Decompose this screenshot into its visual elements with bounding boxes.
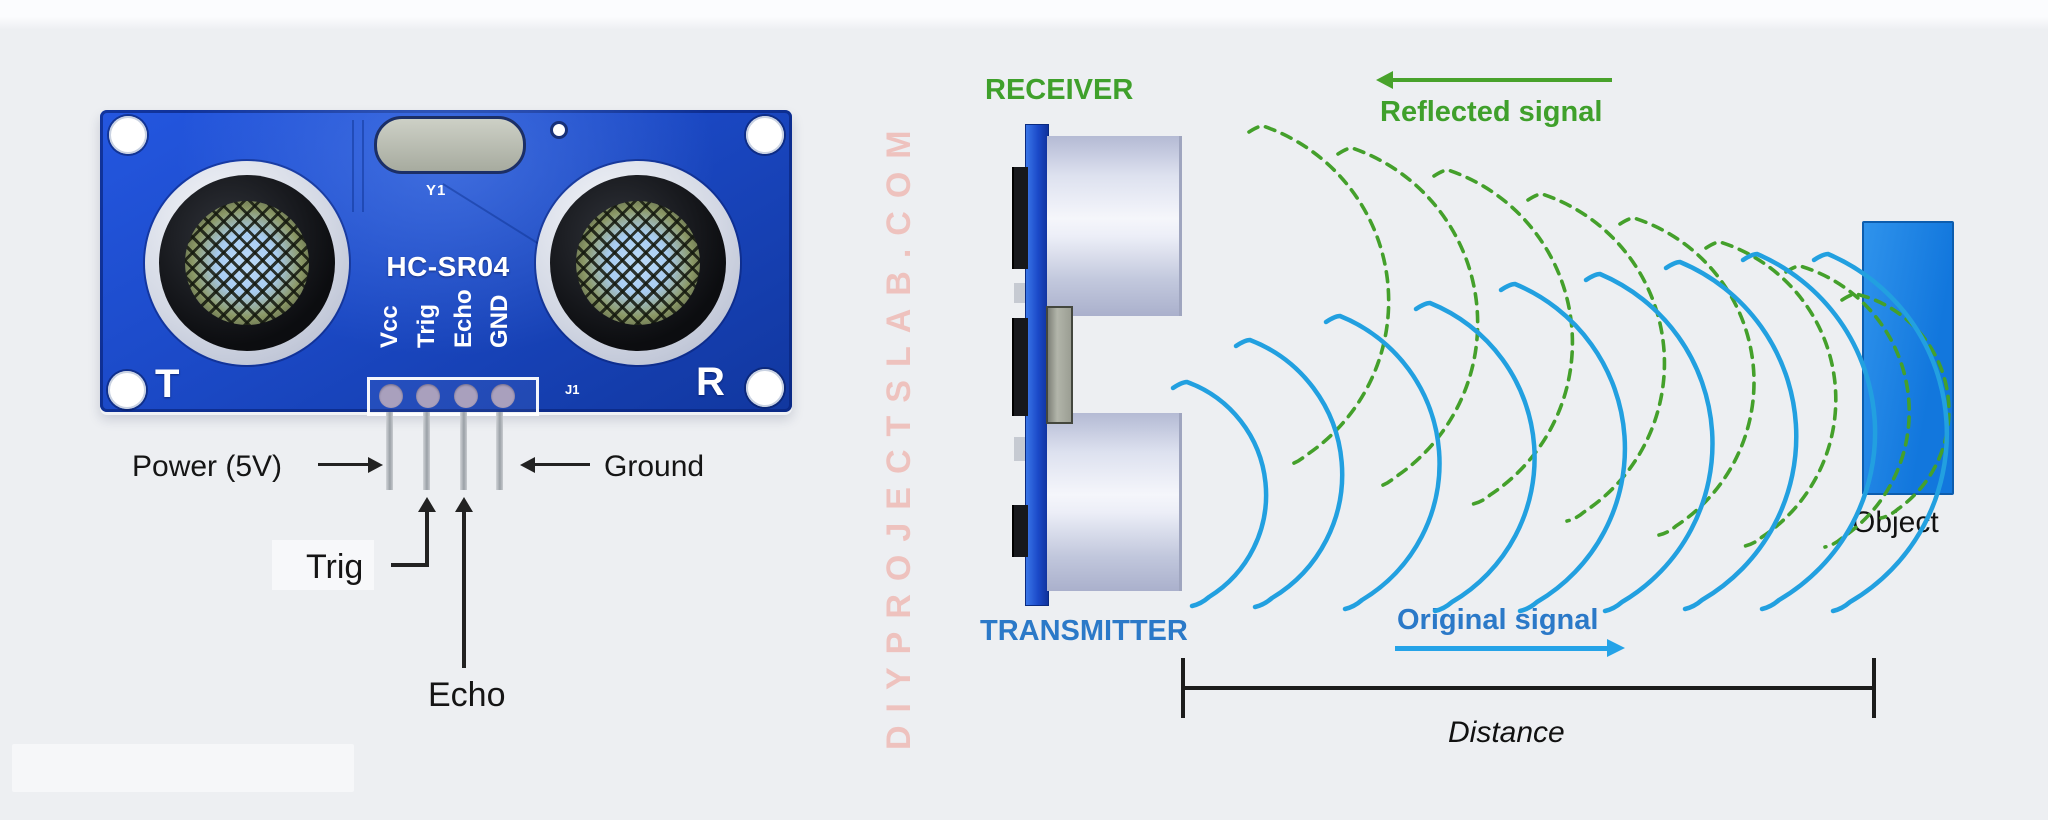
object-rectangle xyxy=(1862,221,1954,495)
pin-pad-vcc xyxy=(379,384,403,408)
echo-arrowhead-icon xyxy=(455,497,473,512)
distance-line xyxy=(1183,686,1875,690)
transmitter-transducer xyxy=(145,161,349,365)
crystal-ref-label: Y1 xyxy=(426,182,447,199)
pin-label-echo: Echo xyxy=(450,289,477,348)
connector-ref-label: J1 xyxy=(565,382,580,397)
original-signal-label: Original signal xyxy=(1397,604,1599,636)
original-arrow-line xyxy=(1395,646,1611,651)
receiver-transducer xyxy=(536,161,740,365)
mount-hole-bottom-left xyxy=(108,371,146,409)
pin-leg-gnd xyxy=(496,412,503,490)
object-label: Object xyxy=(1852,506,1939,539)
mount-hole-bottom-right xyxy=(746,369,784,407)
transmitter-cylinder xyxy=(1047,413,1182,591)
side-component xyxy=(1012,167,1028,269)
hc-sr04-board: Y1 HC-SR04 T R J1 Vcc Trig Echo GND xyxy=(100,110,792,416)
top-white-band xyxy=(0,0,2048,30)
distance-label: Distance xyxy=(1448,716,1565,749)
power-callout-label: Power (5V) xyxy=(132,450,283,483)
transmitter-label: TRANSMITTER xyxy=(980,615,1188,647)
bottom-left-white-band xyxy=(12,744,354,792)
trig-callout-background xyxy=(272,540,374,590)
distance-tick-right xyxy=(1872,658,1876,718)
trig-callout-label: Trig xyxy=(306,548,364,586)
pin-header xyxy=(367,377,539,416)
pin-pad-gnd xyxy=(491,384,515,408)
original-arrowhead-icon xyxy=(1607,639,1625,657)
reflected-signal-label: Reflected signal xyxy=(1380,96,1603,128)
side-component xyxy=(1012,318,1028,416)
side-crystal xyxy=(1046,306,1073,424)
distance-tick-left xyxy=(1181,658,1185,718)
trig-arrow-line xyxy=(425,512,429,567)
pin-label-gnd: GND xyxy=(486,294,513,348)
power-arrow-line xyxy=(318,463,370,466)
receiver-label: RECEIVER xyxy=(985,74,1134,106)
transmitter-letter: T xyxy=(155,362,180,406)
reflected-arrow-line xyxy=(1392,78,1612,82)
echo-arrow-line xyxy=(462,512,466,668)
pin-pad-trig xyxy=(416,384,440,408)
side-component xyxy=(1012,505,1028,557)
pin-label-vcc: Vcc xyxy=(376,305,403,348)
transducer-mesh xyxy=(185,201,309,325)
crystal-oscillator xyxy=(374,116,526,174)
pcb-trace xyxy=(352,120,354,212)
board-model-label: HC-SR04 xyxy=(386,251,510,282)
ground-callout-label: Ground xyxy=(604,450,705,483)
ground-arrow-line xyxy=(534,463,590,466)
echo-callout-label: Echo xyxy=(428,676,506,714)
pin-pad-echo xyxy=(454,384,478,408)
ground-arrowhead-icon xyxy=(520,457,535,473)
power-arrowhead-icon xyxy=(368,457,383,473)
mount-hole-top-left xyxy=(109,116,147,154)
pcb-trace xyxy=(362,120,364,212)
pin-leg-trig xyxy=(423,412,430,490)
pin-leg-echo xyxy=(460,412,467,490)
trig-arrowhead-icon xyxy=(418,497,436,512)
test-point-hole xyxy=(553,124,565,136)
receiver-cylinder xyxy=(1047,136,1182,316)
receiver-letter: R xyxy=(696,360,725,404)
watermark-text: DIYPROJECTSLAB.COM xyxy=(880,117,918,750)
side-component-small xyxy=(1014,283,1025,303)
reflected-arrowhead-icon xyxy=(1376,71,1393,89)
pin-label-trig: Trig xyxy=(413,303,440,348)
mount-hole-top-right xyxy=(746,116,784,154)
transducer-mesh xyxy=(576,201,700,325)
trig-elbow-line xyxy=(391,563,429,567)
pin-leg-vcc xyxy=(386,412,393,490)
side-component-small xyxy=(1014,437,1025,461)
